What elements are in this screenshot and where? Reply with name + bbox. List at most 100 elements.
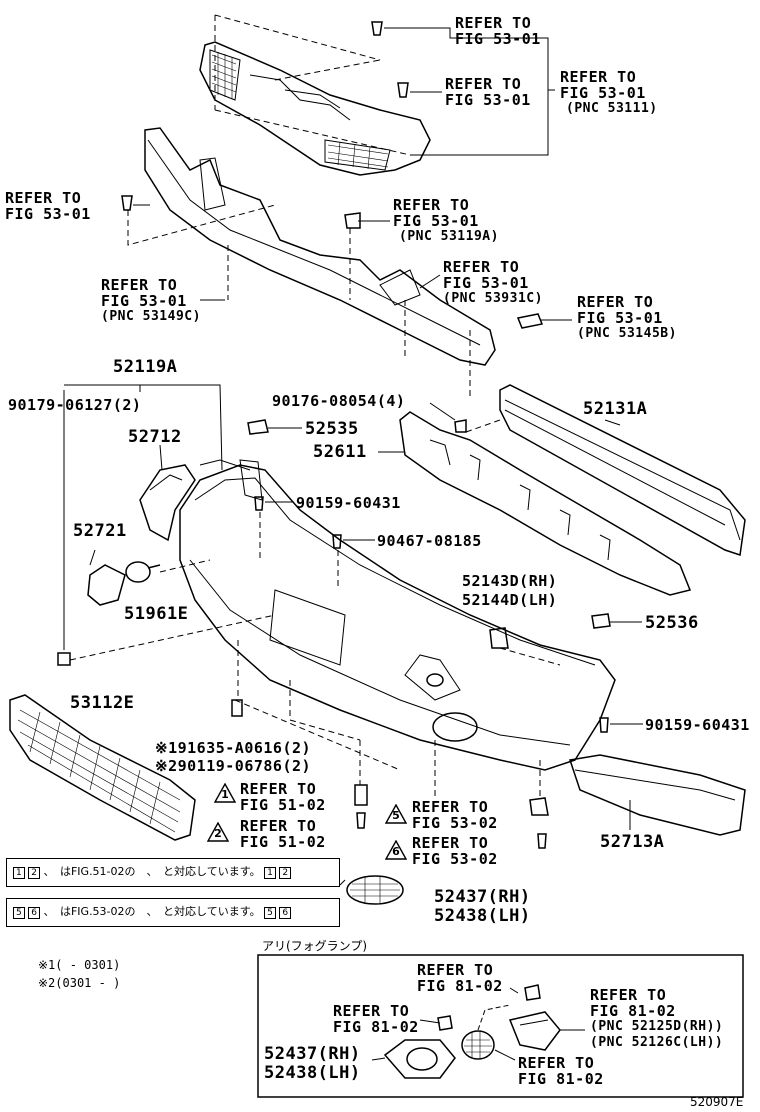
note-text: 、 はFIG.51-02の 、 と対応しています。 bbox=[43, 865, 261, 878]
ref-line: FIG 53-01 bbox=[101, 292, 187, 310]
ref-pnc: (PNC 52126C(LH)) bbox=[590, 1035, 724, 1050]
ref-line: FIG 51-02 bbox=[240, 833, 326, 851]
part-51961e: 51961E bbox=[124, 604, 189, 624]
part-51961e-shape bbox=[125, 561, 151, 583]
dashed-lines bbox=[69, 14, 561, 800]
ref-pnc: (PNC 53145B) bbox=[577, 326, 677, 341]
note-mark: 2 bbox=[28, 867, 40, 879]
ref-line: REFER TO bbox=[445, 75, 522, 93]
part-52535: 52535 bbox=[305, 419, 359, 439]
ref-line: FIG 51-02 bbox=[240, 796, 326, 814]
triangle-number: 1 bbox=[221, 788, 229, 801]
part-90179-06127: 90179-06127(2) bbox=[8, 396, 142, 414]
ref-line: REFER TO bbox=[240, 780, 317, 798]
note-mark: 1 bbox=[264, 867, 276, 879]
ref-line: REFER TO bbox=[5, 189, 82, 207]
ref-line: REFER TO bbox=[443, 258, 520, 276]
triangle-mark-5: 5 bbox=[384, 803, 408, 824]
part-52713a: 52713A bbox=[600, 832, 665, 852]
ref-line: FIG 53-01 bbox=[577, 309, 663, 327]
ref-line: REFER TO bbox=[560, 68, 637, 86]
ref-line: REFER TO bbox=[393, 196, 470, 214]
ref-line: REFER TO bbox=[518, 1054, 595, 1072]
part-52611: 52611 bbox=[313, 442, 367, 462]
ref-label-53119a: REFER TO FIG 53-01 (PNC 53119A) bbox=[393, 197, 499, 245]
ref-label-5102b: REFER TO FIG 51-02 bbox=[240, 818, 326, 850]
fog-lamp-box bbox=[257, 954, 744, 1098]
fog-ref-3: REFER TO FIG 81-02 (PNC 52125D(RH)) (PNC… bbox=[590, 987, 723, 1051]
part-52712: 52712 bbox=[128, 427, 182, 447]
part-53112e: 53112E bbox=[70, 693, 135, 713]
part-90159-60431-b: 90159-60431 bbox=[645, 716, 750, 734]
part-90467-08185: 90467-08185 bbox=[377, 532, 482, 550]
ref-line: FIG 53-01 bbox=[5, 205, 91, 223]
ref-line: REFER TO bbox=[590, 986, 667, 1004]
fog-part-52437-rh: 52437(RH) bbox=[264, 1044, 361, 1064]
fog-ref-2: REFER TO FIG 81-02 bbox=[333, 1003, 419, 1035]
fog-part-52438-lh: 52438(LH) bbox=[264, 1063, 361, 1083]
ref-line: FIG 53-01 bbox=[455, 30, 541, 48]
ref-pnc: (PNC 53149C) bbox=[101, 309, 201, 324]
ref-pnc: (PNC 52125D(RH)) bbox=[590, 1019, 724, 1034]
part-52721: 52721 bbox=[73, 521, 127, 541]
radiator-grille bbox=[199, 41, 431, 176]
ref-line: FIG 53-01 bbox=[445, 91, 531, 109]
part-52119a: 52119A bbox=[113, 357, 178, 377]
part-52713a-shape bbox=[569, 754, 746, 836]
ref-label-top2: REFER TO FIG 53-01 bbox=[445, 76, 531, 108]
ref-line: FIG 53-01 bbox=[560, 84, 646, 102]
leader-lines bbox=[63, 27, 643, 886]
note-mark: 1 bbox=[13, 867, 25, 879]
ref-label-5102a: REFER TO FIG 51-02 bbox=[240, 781, 326, 813]
ref-line: FIG 81-02 bbox=[417, 977, 503, 995]
ref-line: FIG 81-02 bbox=[518, 1070, 604, 1088]
ref-line: FIG 81-02 bbox=[590, 1002, 676, 1020]
part-52437-rh: 52437(RH) bbox=[434, 887, 531, 907]
note-mark: 6 bbox=[28, 907, 40, 919]
note-fig-51-02: 1 2 、 はFIG.51-02の 、 と対応しています。 1 2 bbox=[6, 858, 340, 887]
ref-label-top1: REFER TO FIG 53-01 bbox=[455, 15, 541, 47]
ref-line: FIG 53-02 bbox=[412, 814, 498, 832]
legend-line-2: ※2(0301 - ) bbox=[38, 976, 121, 990]
fog-lamp-title: アリ(フォグランプ) bbox=[262, 939, 368, 953]
part-52437-shape bbox=[346, 875, 404, 905]
ref-line: REFER TO bbox=[417, 961, 494, 979]
ref-line: FIG 81-02 bbox=[333, 1018, 419, 1036]
part-52144d: 52144D(LH) bbox=[462, 591, 558, 609]
front-bumper-cover bbox=[179, 459, 616, 771]
ref-label-53111: REFER TO FIG 53-01 (PNC 53111) bbox=[560, 69, 658, 117]
note-mark: 5 bbox=[264, 907, 276, 919]
ref-line: REFER TO bbox=[412, 834, 489, 852]
ref-label-53931c: REFER TO FIG 53-01 (PNC 53931C) bbox=[443, 259, 543, 307]
part-90119-06786: ※290119-06786(2) bbox=[155, 757, 312, 775]
part-52438-lh: 52438(LH) bbox=[434, 906, 531, 926]
ref-line: REFER TO bbox=[240, 817, 317, 835]
part-52143d: 52143D(RH) bbox=[462, 572, 558, 590]
bumper-reinforcement bbox=[499, 384, 746, 556]
part-52536: 52536 bbox=[645, 613, 699, 633]
ref-line: REFER TO bbox=[333, 1002, 410, 1020]
triangle-number: 2 bbox=[214, 827, 222, 840]
ref-line: FIG 53-01 bbox=[443, 274, 529, 292]
note-mark: 6 bbox=[279, 907, 292, 919]
triangle-number: 5 bbox=[392, 809, 400, 822]
ref-line: REFER TO bbox=[412, 798, 489, 816]
part-91635-a0616: ※191635-A0616(2) bbox=[155, 739, 312, 757]
note-fig-53-02: 5 6 、 はFIG.53-02の 、 と対応しています。 5 6 bbox=[6, 898, 340, 927]
ref-line: REFER TO bbox=[577, 293, 654, 311]
triangle-mark-1: 1 bbox=[213, 782, 237, 803]
fog-ref-1: REFER TO FIG 81-02 bbox=[417, 962, 503, 994]
note-mark: 2 bbox=[279, 867, 292, 879]
note-mark: 5 bbox=[13, 907, 25, 919]
fog-ref-4: REFER TO FIG 81-02 bbox=[518, 1055, 604, 1087]
note-text: 、 はFIG.53-02の 、 と対応しています。 bbox=[43, 905, 261, 918]
small-parts bbox=[9, 21, 746, 905]
ref-label-5302a: REFER TO FIG 53-02 bbox=[412, 799, 498, 831]
part-52131a: 52131A bbox=[583, 399, 648, 419]
part-52721-shape bbox=[87, 564, 126, 606]
triangle-mark-2: 2 bbox=[206, 821, 230, 842]
fog-lamp-parts bbox=[371, 984, 585, 1079]
ref-pnc: (PNC 53111) bbox=[566, 101, 658, 116]
ref-line: FIG 53-01 bbox=[393, 212, 479, 230]
